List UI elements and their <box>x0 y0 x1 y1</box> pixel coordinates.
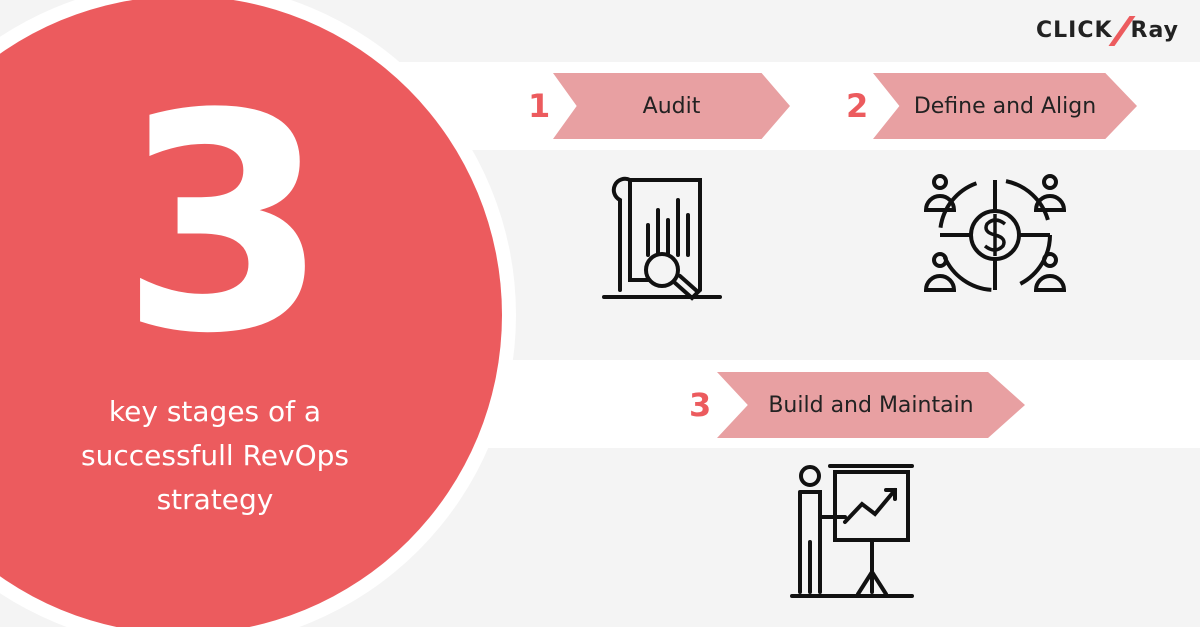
hero-subtitle: key stages of a successfull RevOps strat… <box>81 395 349 516</box>
hero-circle <box>0 0 502 627</box>
presenter-chart-icon <box>790 464 914 598</box>
stage-number: 2 <box>846 87 869 125</box>
logo-text-left: CLICK <box>1036 18 1113 43</box>
stage-chevron-define: Define and Align <box>873 73 1137 139</box>
stage-label: Build and Maintain <box>768 392 974 418</box>
stage-chevron-audit: Audit <box>553 73 790 139</box>
stage-label: Audit <box>642 93 701 119</box>
stage-chevron-build: Build and Maintain <box>717 372 1025 438</box>
stage-number: 1 <box>528 87 551 125</box>
people-dollar-network-icon <box>923 174 1067 292</box>
stage-label: Define and Align <box>913 93 1097 119</box>
audit-document-magnifier-icon <box>602 176 722 301</box>
logo-text-right: Ray <box>1130 18 1179 43</box>
clickray-logo: CLICK Ray <box>1036 16 1179 46</box>
stage-number: 3 <box>689 386 712 424</box>
hero-number: 3 <box>120 50 329 399</box>
